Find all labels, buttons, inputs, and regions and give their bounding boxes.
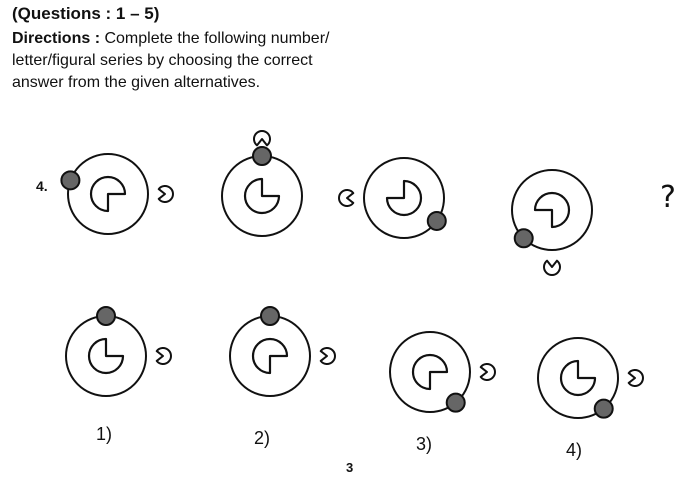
directions-label: Directions :	[12, 30, 101, 47]
pacman-shape	[479, 363, 496, 381]
shaded-ball	[252, 146, 272, 166]
option-label-2[interactable]: 2)	[254, 428, 271, 448]
pacman-shape	[338, 189, 355, 207]
pacman-shape	[319, 347, 336, 365]
directions-body: Complete the following number/ letter/fi…	[12, 30, 330, 91]
shaded-ball	[96, 306, 116, 326]
inner-wedge-shape	[87, 337, 125, 375]
problem-figure-2	[221, 130, 303, 237]
problem-figure-4	[511, 169, 593, 276]
pacman-shape	[157, 185, 174, 203]
outer-ring	[537, 337, 619, 419]
pacman-shape	[543, 259, 561, 276]
directions-text: Directions : Complete the following numb…	[12, 28, 352, 94]
outer-ring	[511, 169, 593, 251]
shaded-ball	[60, 170, 81, 191]
page-number: 3	[346, 460, 354, 475]
answer-figure-4[interactable]	[522, 334, 662, 454]
questions-range-heading: (Questions : 1 – 5)	[12, 4, 160, 23]
inner-wedge-shape	[89, 175, 127, 213]
question-number: 4.	[36, 178, 48, 194]
shaded-ball	[513, 228, 534, 249]
option-label-1[interactable]: 1)	[96, 424, 113, 444]
answer-figure-2[interactable]	[216, 304, 356, 424]
shaded-ball	[445, 392, 466, 413]
option-label-4[interactable]: 4)	[566, 440, 583, 460]
option-label-3[interactable]: 3)	[416, 434, 433, 454]
inner-wedge-shape	[533, 191, 571, 229]
inner-wedge-shape	[243, 177, 281, 215]
shaded-ball	[426, 210, 447, 231]
outer-ring	[389, 331, 471, 413]
inner-wedge-shape	[251, 337, 289, 375]
missing-figure-mark: ?	[660, 180, 676, 215]
outer-ring	[363, 157, 445, 239]
shaded-ball	[593, 398, 614, 419]
problem-figure-1	[60, 153, 174, 235]
answer-figure-1[interactable]	[56, 300, 196, 420]
inner-wedge-shape	[411, 353, 449, 391]
pacman-shape	[253, 130, 271, 147]
answer-figure-3[interactable]	[374, 328, 514, 448]
problem-figure-3	[338, 157, 447, 239]
pacman-shape	[155, 347, 172, 365]
inner-wedge-shape	[559, 359, 597, 397]
inner-wedge-shape	[385, 179, 423, 217]
pacman-shape	[627, 369, 644, 387]
shaded-ball	[260, 306, 280, 326]
outer-ring	[67, 153, 149, 235]
